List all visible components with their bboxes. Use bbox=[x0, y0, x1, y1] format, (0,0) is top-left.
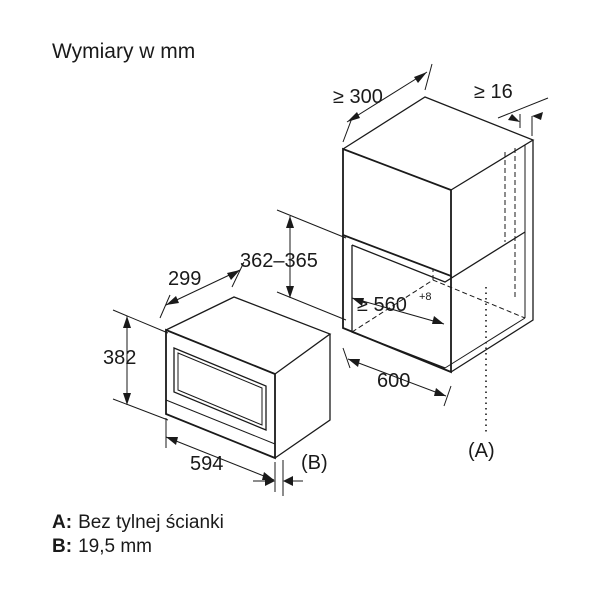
dimension-cabinet-width: 600 bbox=[377, 370, 410, 392]
dimension-appliance-height: 382 bbox=[103, 347, 136, 369]
arrowhead bbox=[166, 296, 179, 305]
appliance-depth-dimension-line bbox=[165, 269, 241, 306]
legend-key-a: A: bbox=[52, 512, 72, 533]
appliance-top bbox=[165, 296, 332, 375]
legend-text-b: 19,5 mm bbox=[78, 536, 152, 557]
marker-b: (B) bbox=[301, 452, 328, 474]
legend-item-a: A: Bez tylnej ścianki bbox=[52, 512, 224, 533]
dimension-cabinet-depth: ≥ 300 bbox=[333, 86, 383, 108]
arrowhead bbox=[227, 270, 240, 280]
dimension-niche-height: 362–365 bbox=[240, 250, 318, 272]
appliance-dimensions: 299 382 594 (B) bbox=[103, 261, 328, 496]
cabinet-back-dashed bbox=[504, 148, 516, 300]
dimension-niche-width-tolerance: +8 bbox=[419, 291, 432, 303]
marker-a: (A) bbox=[468, 440, 495, 462]
arrowhead bbox=[508, 114, 520, 122]
arrowhead bbox=[352, 298, 364, 306]
depth-dimension-line bbox=[346, 71, 428, 123]
appliance-control-strip bbox=[165, 399, 276, 445]
appliance-front bbox=[165, 328, 276, 460]
dimension-appliance-depth: 299 bbox=[168, 268, 201, 290]
arrowhead bbox=[414, 72, 427, 83]
cabinet-upper-front bbox=[342, 147, 452, 278]
arrowhead bbox=[348, 359, 360, 367]
legend: A: Bez tylnej ścianki B: 19,5 mm bbox=[52, 512, 224, 557]
arrowhead bbox=[265, 476, 275, 486]
niche-floor-edge bbox=[444, 317, 526, 369]
arrowhead bbox=[347, 112, 360, 122]
rear-gap-dimension-line bbox=[497, 97, 549, 119]
arrowhead bbox=[532, 112, 543, 120]
legend-item-b: B: 19,5 mm bbox=[52, 536, 152, 557]
arrowhead bbox=[432, 316, 444, 324]
arrowhead bbox=[434, 388, 446, 396]
appliance-drawing bbox=[165, 296, 332, 460]
cabinet-top bbox=[342, 96, 535, 191]
cabinet-drawing bbox=[342, 96, 535, 432]
cabinet-dimensions: ≥ 300 ≥ 16 362–365 ≥ 560 +8 600 (A) bbox=[240, 63, 549, 462]
arrowhead bbox=[286, 216, 294, 228]
dimension-niche-width: ≥ 560 bbox=[357, 294, 407, 316]
arrowhead bbox=[123, 316, 131, 328]
cabinet-right-side bbox=[450, 140, 534, 373]
page-title: Wymiary w mm bbox=[52, 40, 195, 63]
legend-text-a: Bez tylnej ścianki bbox=[78, 512, 224, 533]
appliance-side bbox=[274, 334, 331, 459]
legend-key-b: B: bbox=[52, 536, 72, 557]
dimension-rear-gap: ≥ 16 bbox=[474, 81, 513, 103]
appliance-door-window bbox=[173, 347, 267, 431]
arrowhead bbox=[166, 437, 178, 445]
arrowhead bbox=[283, 476, 293, 486]
appliance-door-inner bbox=[177, 352, 263, 426]
appliance-width-dimension-line bbox=[165, 436, 275, 481]
niche-shelf bbox=[351, 231, 526, 283]
cabinet-width-dimension-line bbox=[347, 358, 447, 397]
arrowhead bbox=[286, 286, 294, 298]
niche-width-dimension-line bbox=[351, 297, 445, 325]
dimension-appliance-width: 594 bbox=[190, 453, 223, 475]
arrowhead bbox=[123, 393, 131, 405]
